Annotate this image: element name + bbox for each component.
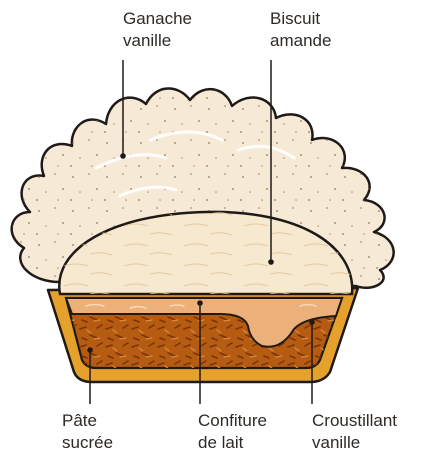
label-ganache: Ganache vanille xyxy=(123,8,192,52)
label-pate-line2: sucrée xyxy=(62,432,113,454)
label-pate: Pâte sucrée xyxy=(62,410,113,454)
label-biscuit: Biscuit amande xyxy=(270,8,331,52)
label-biscuit-line2: amande xyxy=(270,30,331,52)
label-ganache-line1: Ganache xyxy=(123,8,192,30)
label-biscuit-line1: Biscuit xyxy=(270,8,331,30)
label-croustillant: Croustillant vanille xyxy=(312,410,397,454)
label-confiture-line1: Confiture xyxy=(198,410,267,432)
label-croustillant-line2: vanille xyxy=(312,432,397,454)
label-confiture: Confiture de lait xyxy=(198,410,267,454)
label-pate-line1: Pâte xyxy=(62,410,113,432)
label-croustillant-line1: Croustillant xyxy=(312,410,397,432)
label-confiture-line2: de lait xyxy=(198,432,267,454)
label-ganache-line2: vanille xyxy=(123,30,192,52)
